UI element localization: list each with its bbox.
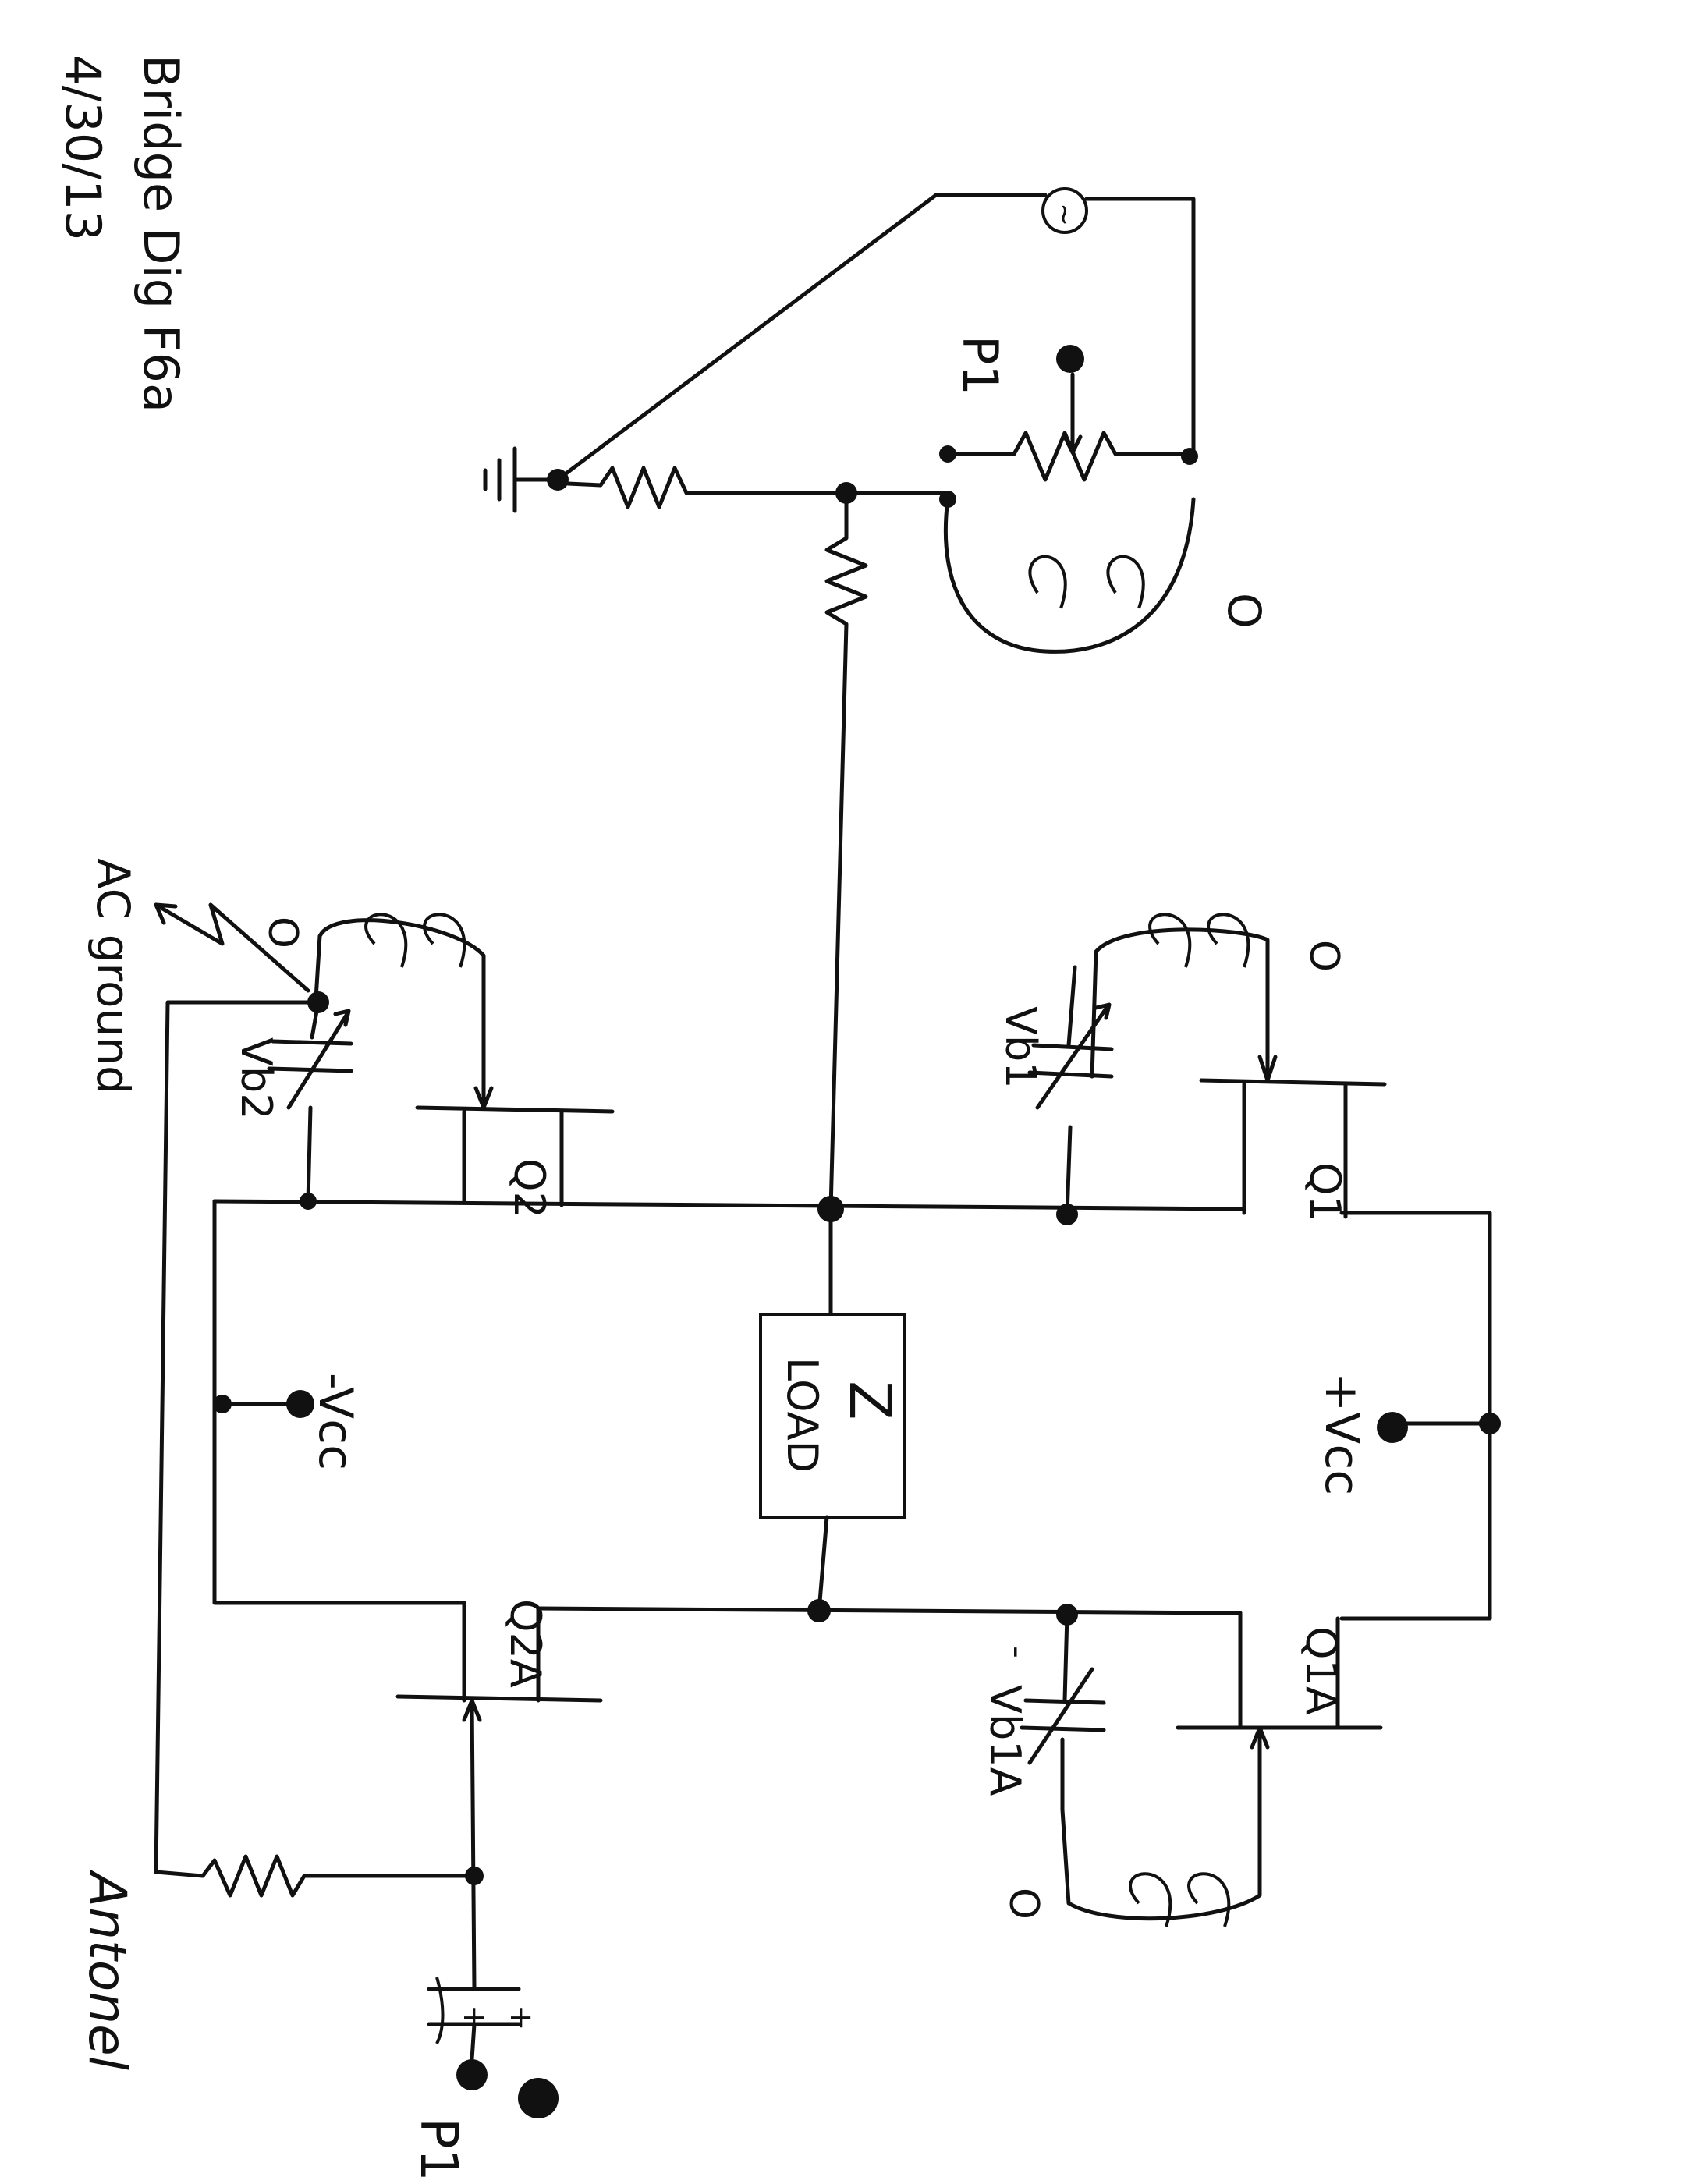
minus-vcc-terminal [286,1390,314,1418]
q1a-coil-lead [1060,1725,1262,1921]
minus-vcc-rail [212,1199,466,1605]
q1-coil-lead [1090,927,1270,1083]
vb1-label: Vb1 [996,1006,1045,1089]
q2a-gate-arrow [462,1698,482,1722]
signature-block: Antonel [77,1869,137,2071]
p1-top-label: P1 [952,335,1009,395]
q2-coil-dot: O [259,916,306,948]
source-right-wire [1084,197,1196,463]
vb1a-leads [1060,1612,1069,1812]
top-coil-icon [1028,555,1145,609]
ground-icon [483,446,517,513]
vb2-label: Vb2 [232,1037,281,1120]
p1-bottom-terminal [456,2059,488,2090]
date-block: 4/30/13 [55,55,112,241]
ac-ground-arrowhead [154,902,178,925]
top-coil-lead [943,497,1196,654]
capacitor-curve [435,1977,445,2044]
ac-source-icon [1041,187,1088,234]
plus-vcc-terminal [1377,1412,1408,1443]
transistor-q1: Q1 O Vb1 [996,913,1387,1222]
top-coil-dot: O [1218,593,1271,629]
minus-vcc-label: -Vcc [308,1373,363,1470]
right-output-rail [536,1606,1243,1615]
cap-plus-right: + [503,2005,539,2031]
q1-coil-dot: O [1300,940,1347,972]
diagonal-wire [555,193,1048,482]
title-text: Bridge Dig F6a [133,55,190,413]
bridge-rails: +Vcc -Vcc [212,1193,1501,1626]
p1-bottom-ink-dot [518,2078,559,2118]
vb1a-adjust-arrow [1027,1667,1094,1765]
q1-gate-arrow [1257,1055,1278,1083]
q2a-label: Q2A [501,1599,550,1688]
p1-top-terminal [1056,345,1084,373]
q1a-coil-icon [1129,1872,1231,1927]
feedback-resistor [824,491,868,1211]
q2-coil-icon [364,913,466,968]
load-box [759,1313,906,1519]
ac-ground-label: AC ground [87,858,140,1094]
q1a-gate-arrow [1250,1725,1270,1750]
pot-node-right [1181,448,1198,465]
q2-gate [415,1105,615,1114]
transistor-q1a: Q1A O - Vb1A [981,1611,1383,1927]
vb2-leads [306,1000,321,1204]
q2a-gate-lead [470,1698,477,1991]
plus-vcc-label: +Vcc [1314,1373,1369,1495]
ac-ground-return [154,1000,478,1898]
q2a-gate [395,1694,603,1703]
q1-coil-icon [1148,913,1250,968]
vb2-adjust-arrow [286,1009,351,1110]
cap-plus-left: + [456,2005,492,2031]
date-text: 4/30/13 [55,55,112,241]
q1a-label: Q1A [1296,1626,1346,1715]
vb1a-minus: - [998,1646,1037,1658]
load-bottom-lead [817,1515,829,1613]
title-block: Bridge Dig F6a [133,55,190,413]
q2a-channel [462,1601,541,1703]
q2-gate-arrow [473,1086,494,1110]
transistor-q2: Q2 O AC ground Vb2 [87,858,615,1898]
vb1-cell [1027,1043,1114,1079]
transistor-q2a: Q2A + + P1 [395,1599,603,2182]
q1-gate [1199,1078,1387,1087]
q2a-gate-node [465,1867,484,1885]
vb1-leads [1065,965,1077,1217]
left-output-rail [212,1199,1246,1211]
vb1a-cell [1020,1698,1106,1732]
vb1-adjust-arrow [1035,1002,1112,1110]
q1-label: Q1 [1300,1162,1349,1222]
q1a-channel [1238,1611,1340,1730]
q1a-coil-dot: O [1000,1888,1047,1920]
signature-text: Antonel [77,1869,137,2071]
p1-bottom-label: P1 [409,2118,469,2182]
ground-resistor [566,466,849,509]
vb1a-label: Vb1A [981,1685,1030,1796]
ac-source-symbol: ~ [1048,203,1080,226]
load-z-label: Z [836,1381,903,1420]
feedback-network: ~ P1 O [483,187,1271,1211]
ac-ground-arrow [154,902,310,993]
q2-channel [462,1109,564,1207]
load-word-label: LOAD [778,1357,827,1473]
load: Z LOAD [759,1207,906,1613]
pot-wiper-arrow [1062,434,1083,455]
potentiometer [945,431,1192,482]
capacitor-lower-lead [470,2022,477,2062]
q2-label: Q2 [505,1158,554,1218]
q1-channel [1242,1082,1348,1219]
